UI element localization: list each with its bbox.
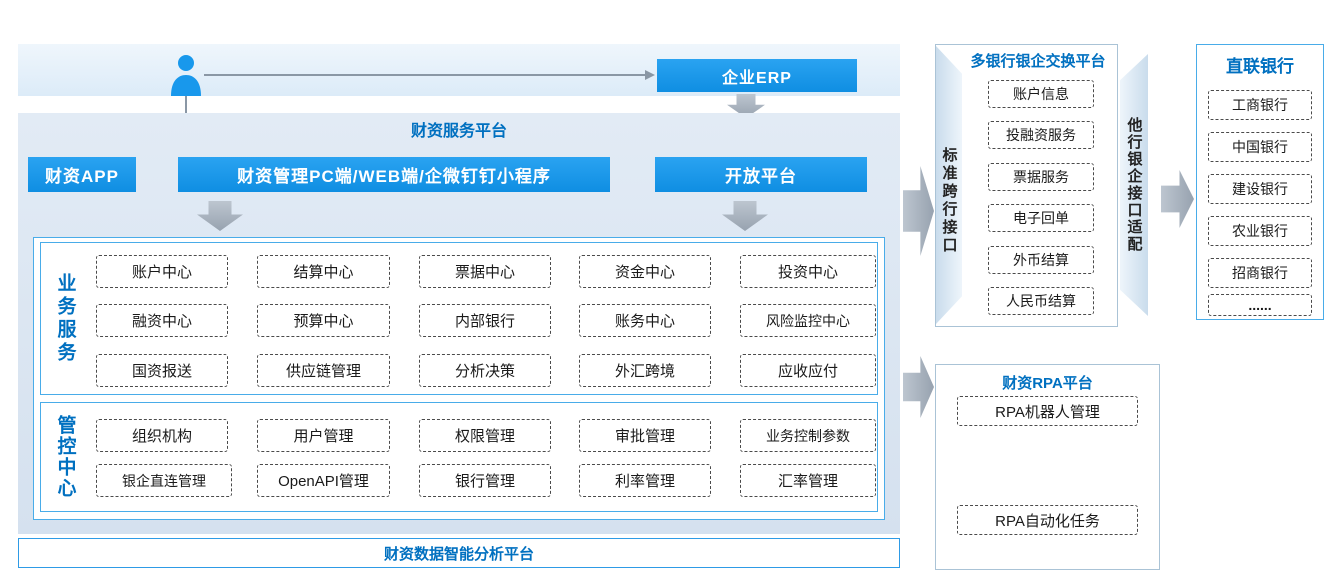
exchange-item: 人民币结算 — [988, 287, 1094, 315]
exchange-left-strip — [936, 46, 962, 324]
pc-web-button: 财资管理PC端/WEB端/企微钉钉小程序 — [178, 157, 610, 192]
module-box: 利率管理 — [579, 464, 711, 497]
exchange-right-strip — [1120, 54, 1148, 316]
module-box: 外汇跨境 — [579, 354, 711, 387]
bank-item: 工商银行 — [1208, 90, 1312, 120]
control-center-label: 管控中心 — [54, 415, 76, 499]
app-button: 财资APP — [28, 157, 136, 192]
exchange-platform-title: 多银行银企交换平台 — [970, 53, 1106, 70]
rpa-item: RPA自动化任务 — [957, 505, 1138, 535]
exchange-item: 外币结算 — [988, 246, 1094, 274]
module-box: 账务中心 — [579, 304, 711, 337]
rpa-platform-title: 财资RPA平台 — [1002, 375, 1093, 392]
open-platform-button: 开放平台 — [655, 157, 867, 192]
business-services-label: 业务服务 — [54, 273, 76, 365]
exchange-item: 投融资服务 — [988, 121, 1094, 149]
module-box: 审批管理 — [579, 419, 711, 452]
arrow-to-banks-icon — [1161, 170, 1194, 228]
module-box: 汇率管理 — [740, 464, 876, 497]
arrow-to-rpa-icon — [903, 356, 934, 418]
exchange-item: 电子回单 — [988, 204, 1094, 232]
analysis-platform-label: 财资数据智能分析平台 — [383, 545, 534, 563]
module-box: 供应链管理 — [257, 354, 390, 387]
module-box: 结算中心 — [257, 255, 390, 288]
rpa-platform-panel — [935, 364, 1160, 570]
module-box: 权限管理 — [419, 419, 551, 452]
exchange-item: 账户信息 — [988, 80, 1094, 108]
module-box: 应收应付 — [740, 354, 876, 387]
bank-item: 建设银行 — [1208, 174, 1312, 204]
exchange-item: 票据服务 — [988, 163, 1094, 191]
rpa-item: RPA机器人管理 — [957, 396, 1138, 426]
module-box: 融资中心 — [96, 304, 228, 337]
connector-person-erp — [204, 74, 645, 76]
module-box: OpenAPI管理 — [257, 464, 390, 497]
analysis-platform-bar: 财资数据智能分析平台 — [18, 538, 900, 568]
platform-title: 财资服务平台 — [410, 123, 507, 140]
module-box: 银行管理 — [419, 464, 551, 497]
module-box: 票据中心 — [419, 255, 551, 288]
module-box: 风险监控中心 — [740, 304, 876, 337]
bank-item: 中国银行 — [1208, 132, 1312, 162]
bank-item: 农业银行 — [1208, 216, 1312, 246]
module-box: 内部银行 — [419, 304, 551, 337]
module-box: 投资中心 — [740, 255, 876, 288]
module-box: 国资报送 — [96, 354, 228, 387]
erp-box: 企业ERP — [657, 59, 857, 92]
module-box: 业务控制参数 — [740, 419, 876, 452]
direct-banks-title: 直联银行 — [1226, 57, 1294, 76]
user-icon — [168, 54, 204, 96]
other-bank-adapter-label: 他行银企接口适配 — [1125, 117, 1143, 253]
module-box: 分析决策 — [419, 354, 551, 387]
module-box: 账户中心 — [96, 255, 228, 288]
module-box: 资金中心 — [579, 255, 711, 288]
module-box: 银企直连管理 — [96, 464, 232, 497]
bank-item: 招商银行 — [1208, 258, 1312, 288]
arrowhead-right-icon — [645, 70, 655, 80]
bank-item-more: ...... — [1208, 294, 1312, 316]
standard-interface-label: 标准跨行接口 — [940, 146, 958, 255]
module-box: 组织机构 — [96, 419, 228, 452]
module-box: 用户管理 — [257, 419, 390, 452]
arrow-to-exchange-icon — [903, 166, 934, 256]
module-box: 预算中心 — [257, 304, 390, 337]
